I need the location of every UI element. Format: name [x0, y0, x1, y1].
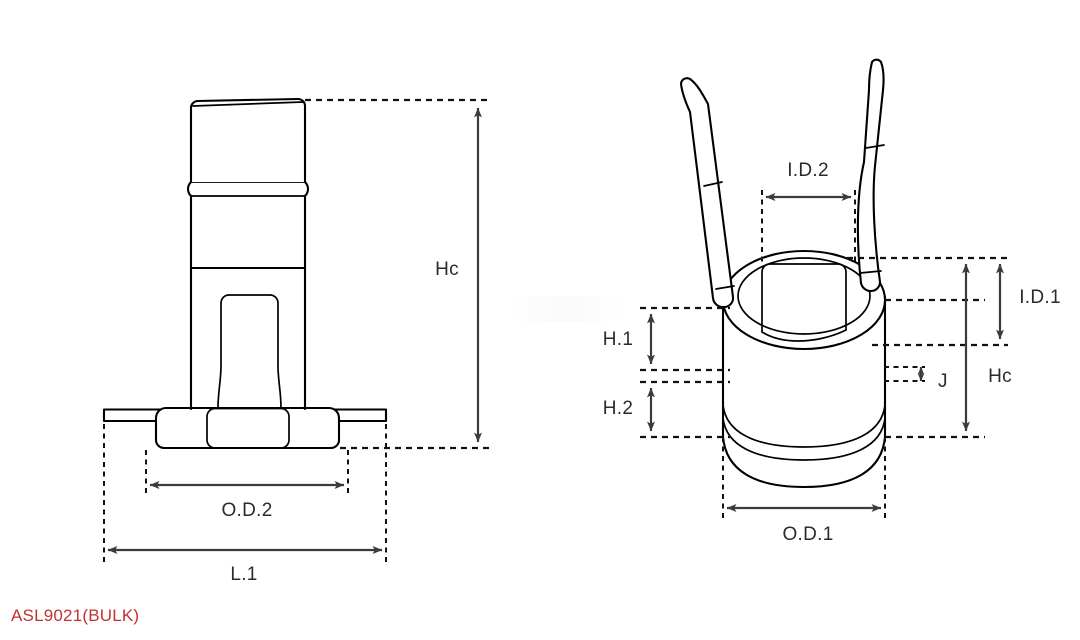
base-flange	[102, 406, 388, 450]
dimension-h2: H.2	[603, 380, 730, 439]
part-number-label: ASL9021(BULK)	[11, 606, 140, 625]
dimension-label-j: J	[938, 371, 948, 392]
dimension-label-h1: H.1	[603, 329, 633, 350]
dimension-l1: L.1	[103, 424, 387, 585]
dimension-od2: O.D.2	[145, 450, 349, 521]
dimension-od1: O.D.1	[722, 437, 886, 545]
isometric-slip-ring-view: I.D.2 I.D.1 H.1 H.2	[603, 58, 1061, 545]
dimension-label-h2: H.2	[603, 398, 633, 419]
dimension-label-id1: I.D.1	[1019, 287, 1061, 308]
dimension-id2: I.D.2	[761, 160, 856, 265]
dimension-hc-left: Hc	[305, 98, 490, 450]
column-body	[186, 97, 310, 411]
dimension-hc-right: Hc	[885, 263, 1012, 439]
dimension-label-hc-right: Hc	[988, 366, 1012, 387]
dimension-id1: I.D.1	[847, 256, 1061, 347]
dimension-label-id2: I.D.2	[787, 160, 829, 181]
slip-ring-body	[721, 249, 887, 489]
wire-lead-left	[679, 77, 735, 309]
wire-lead-right	[856, 58, 885, 293]
background-watermark	[506, 296, 626, 322]
inner-slot-feature	[217, 294, 282, 409]
dimension-label-od2: O.D.2	[221, 500, 272, 521]
dimension-label-hc-left: Hc	[435, 259, 459, 280]
dimension-label-l1: L.1	[230, 564, 257, 585]
dimension-label-od1: O.D.1	[782, 524, 833, 545]
side-elevation-view: Hc O.D.2 L.1	[102, 97, 490, 585]
dimension-h1: H.1	[603, 306, 730, 372]
dimension-j: J	[884, 366, 948, 392]
